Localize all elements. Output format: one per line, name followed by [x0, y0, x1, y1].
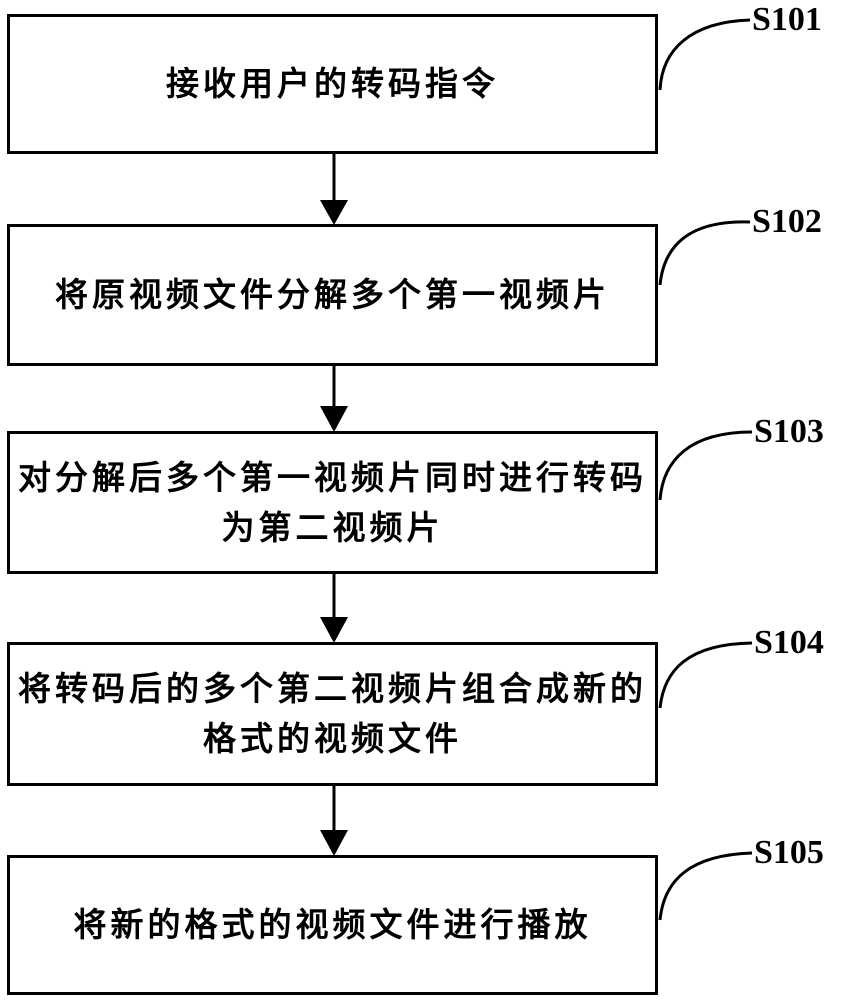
step-box-s104: 将转码后的多个第二视频片组合成新的格式的视频文件 [7, 642, 658, 786]
step-box-s102: 将原视频文件分解多个第一视频片 [7, 224, 658, 366]
arrow-s101-to-s102 [320, 153, 348, 225]
step-label-s104: S104 [754, 624, 824, 661]
leader-s104 [658, 641, 753, 709]
step-box-s103: 对分解后多个第一视频片同时进行转码为第二视频片 [7, 431, 658, 574]
step-text-s103: 对分解后多个第一视频片同时进行转码为第二视频片 [18, 457, 647, 547]
step-box-s105: 将新的格式的视频文件进行播放 [7, 855, 658, 995]
arrow-s103-to-s104 [320, 573, 348, 643]
step-text-s101: 接收用户的转码指令 [166, 64, 499, 103]
step-text-s102: 将原视频文件分解多个第一视频片 [55, 275, 610, 314]
step-label-s101: S101 [752, 1, 822, 38]
leader-s105 [658, 851, 753, 921]
step-text-s105: 将新的格式的视频文件进行播放 [73, 905, 592, 944]
step-label-s102: S102 [752, 203, 822, 240]
arrow-s102-to-s103 [320, 365, 348, 432]
leader-s102 [658, 220, 751, 286]
step-label-s103: S103 [754, 413, 824, 450]
step-box-s101: 接收用户的转码指令 [7, 14, 658, 154]
leader-s103 [658, 430, 753, 501]
leader-s101 [658, 18, 751, 91]
step-text-s104: 将转码后的多个第二视频片组合成新的格式的视频文件 [18, 669, 647, 758]
arrow-s104-to-s105 [320, 785, 348, 856]
step-label-s105: S105 [754, 834, 824, 871]
